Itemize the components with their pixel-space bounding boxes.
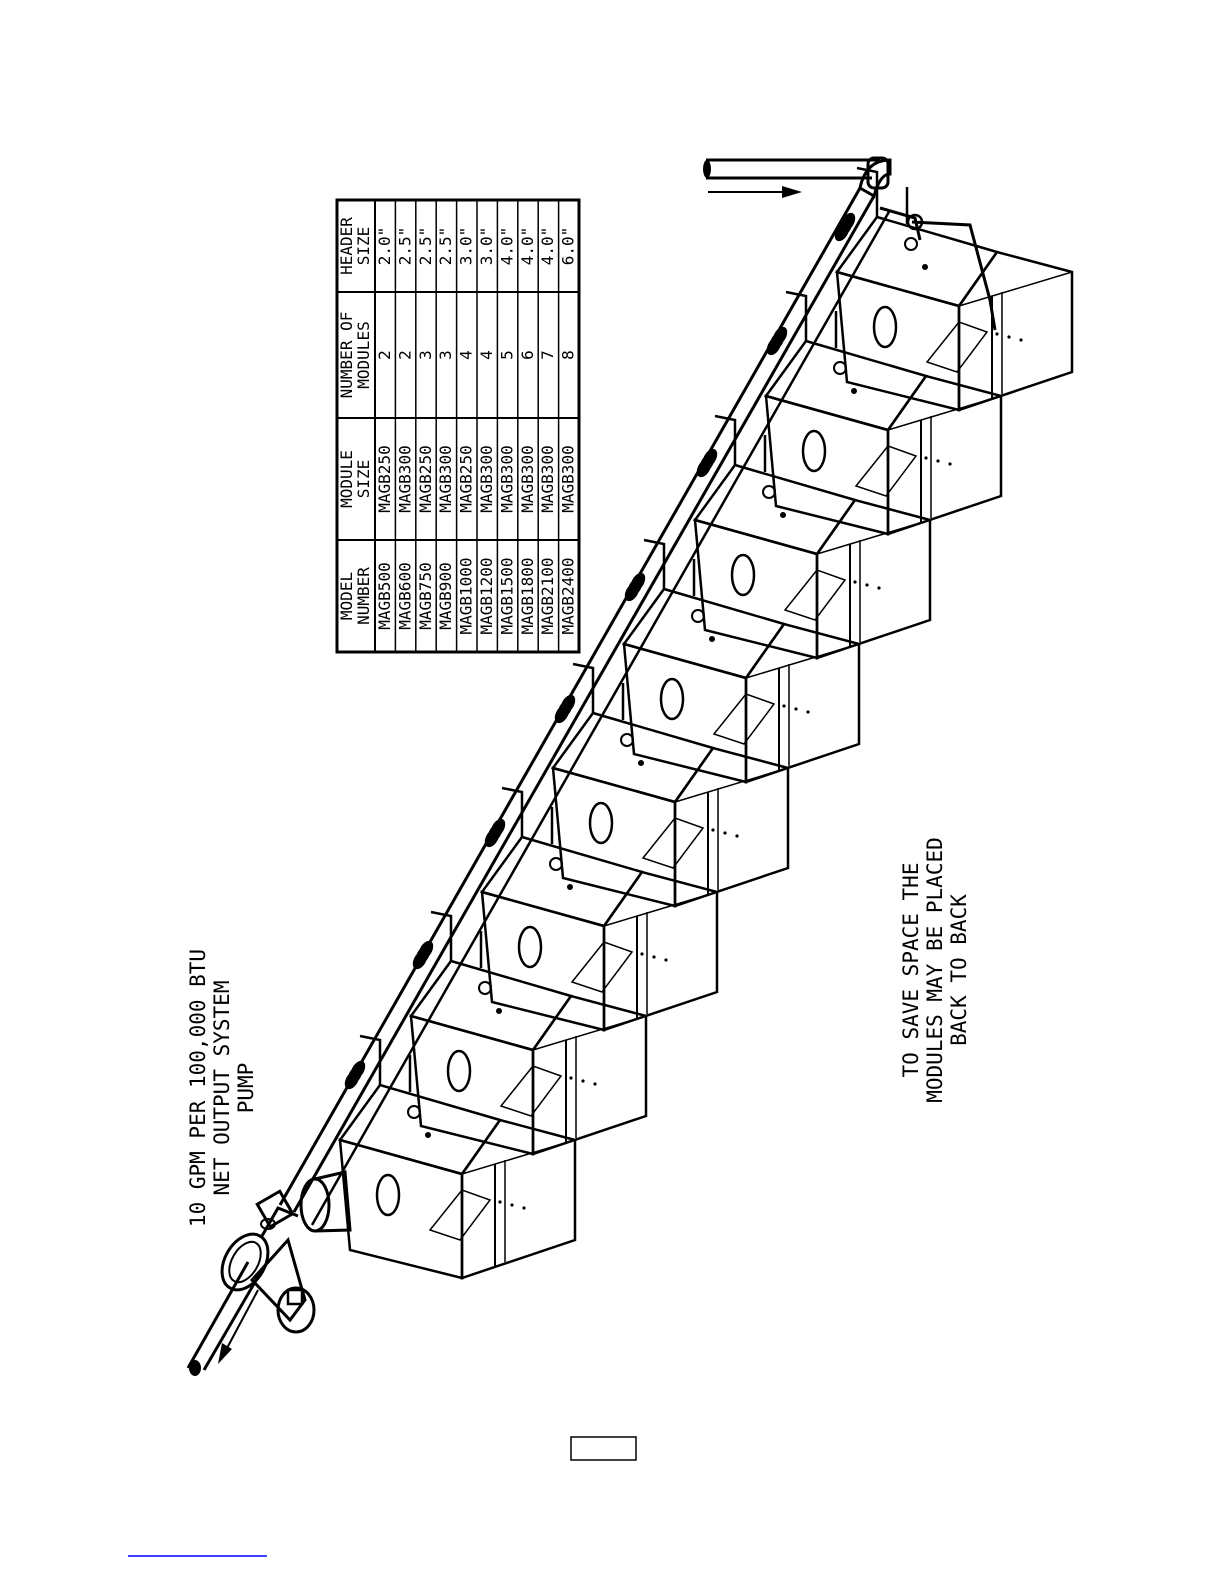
table-row: MAGB2400 MAGB300 8 6.0" — [559, 227, 578, 635]
cell-header-size: 2.5" — [416, 227, 435, 266]
table-row: MAGB900 MAGB300 3 2.5" — [436, 227, 455, 630]
cell-header-size: 3.0" — [457, 227, 476, 266]
boiler-module — [337, 1034, 577, 1280]
header-model-line2: NUMBER — [354, 567, 373, 625]
cell-module-count: 7 — [538, 350, 557, 360]
cell-model-number: MAGB1800 — [518, 557, 537, 634]
table-row: MAGB2100 MAGB300 7 4.0" — [538, 227, 557, 635]
specification-table: MODEL NUMBER MODULE SIZE NUMBER OF MODUL… — [335, 198, 581, 654]
pump-note-line1: 10 GPM PER 100,000 BTU — [186, 949, 210, 1227]
cell-module-size: MAGB300 — [559, 445, 578, 512]
table-row: MAGB1500 MAGB300 5 4.0" — [497, 227, 516, 635]
pipe-coupling — [344, 1060, 366, 1090]
cell-model-number: MAGB1500 — [497, 557, 516, 634]
pipe-coupling — [696, 448, 718, 478]
cell-module-size: MAGB250 — [416, 445, 435, 512]
cell-module-size: MAGB300 — [395, 445, 414, 512]
table-row: MAGB750 MAGB250 3 2.5" — [416, 227, 435, 630]
cell-model-number: MAGB2100 — [538, 557, 557, 634]
cell-module-size: MAGB300 — [538, 445, 557, 512]
cell-module-count: 6 — [518, 350, 537, 360]
space-note: TO SAVE SPACE THE MODULES MAY BE PLACED … — [899, 837, 971, 1103]
table-row: MAGB1800 MAGB300 6 4.0" — [518, 227, 537, 635]
cell-module-count: 2 — [375, 350, 394, 360]
pump-note-line3: PUMP — [234, 1063, 258, 1114]
cell-module-count: 8 — [559, 350, 578, 360]
cell-header-size: 2.0" — [375, 227, 394, 266]
boiler-module — [621, 538, 861, 784]
boiler-module — [692, 414, 932, 660]
table-header: MODEL NUMBER MODULE SIZE NUMBER OF MODUL… — [337, 217, 373, 625]
cell-module-count: 5 — [497, 350, 516, 360]
boiler-module — [834, 166, 1074, 412]
cell-header-size: 6.0" — [559, 227, 578, 266]
header-count-line2: MODULES — [354, 321, 373, 388]
pump-note-line2: NET OUTPUT SYSTEM — [210, 981, 234, 1196]
space-note-line1: TO SAVE SPACE THE — [899, 863, 923, 1078]
pipe-coupling — [412, 940, 434, 970]
cell-header-size: 2.5" — [436, 227, 455, 266]
header-size-line2: SIZE — [354, 227, 373, 266]
boiler-module — [550, 662, 790, 908]
table-row: MAGB500 MAGB250 2 2.0" — [375, 227, 394, 630]
boiler-module — [408, 910, 648, 1156]
system-pump — [186, 1170, 352, 1376]
cell-header-size: 3.0" — [477, 227, 496, 266]
cell-model-number: MAGB900 — [436, 562, 455, 629]
cell-model-number: MAGB2400 — [559, 557, 578, 634]
table-row: MAGB600 MAGB300 2 2.5" — [395, 227, 414, 630]
header-module-line1: MODULE — [337, 450, 356, 508]
pipe-coupling — [766, 326, 788, 356]
page-number-box — [570, 1436, 637, 1461]
cell-model-number: MAGB1000 — [457, 557, 476, 634]
cell-model-number: MAGB600 — [395, 562, 414, 629]
cell-module-size: MAGB250 — [457, 445, 476, 512]
cell-module-size: MAGB300 — [477, 445, 496, 512]
space-note-line2: MODULES MAY BE PLACED — [923, 837, 947, 1103]
cell-module-count: 2 — [395, 350, 414, 360]
cell-module-count: 3 — [416, 350, 435, 360]
cell-module-size: MAGB300 — [518, 445, 537, 512]
cell-module-count: 3 — [436, 350, 455, 360]
boiler-module — [479, 786, 719, 1032]
cell-module-size: MAGB300 — [436, 445, 455, 512]
pipe-coupling — [484, 818, 506, 848]
pipe-coupling — [834, 212, 856, 242]
header-model-line1: MODEL — [337, 572, 356, 620]
space-note-line3: BACK TO BACK — [947, 894, 971, 1046]
cell-module-size: MAGB300 — [497, 445, 516, 512]
boiler-modules — [337, 166, 1074, 1280]
pump-note: 10 GPM PER 100,000 BTU NET OUTPUT SYSTEM… — [186, 949, 258, 1227]
header-pipe — [278, 156, 997, 1226]
table-row: MAGB1000 MAGB250 4 3.0" — [457, 227, 476, 635]
cell-module-count: 4 — [457, 350, 476, 360]
cell-header-size: 4.0" — [538, 227, 557, 266]
table-row: MAGB1200 MAGB300 4 3.0" — [477, 227, 496, 635]
cell-model-number: MAGB500 — [375, 562, 394, 629]
cell-model-number: MAGB750 — [416, 562, 435, 629]
pipe-coupling — [624, 572, 646, 602]
header-module-line2: SIZE — [354, 460, 373, 499]
inlet-flow-arrow — [218, 1289, 259, 1364]
cell-module-size: MAGB250 — [375, 445, 394, 512]
cell-header-size: 4.0" — [518, 227, 537, 266]
cell-header-size: 4.0" — [497, 227, 516, 266]
table-body: MAGB500MAGB25022.0"MAGB600MAGB30022.5"MA… — [375, 227, 578, 635]
boiler-module — [763, 290, 1003, 536]
outlet-flow-arrow — [708, 186, 802, 198]
header-count-line1: NUMBER OF — [337, 312, 356, 399]
cell-module-count: 4 — [477, 350, 496, 360]
pipe-coupling — [554, 694, 576, 724]
cell-header-size: 2.5" — [395, 227, 414, 266]
header-size-line1: HEADER — [337, 217, 356, 275]
cell-model-number: MAGB1200 — [477, 557, 496, 634]
